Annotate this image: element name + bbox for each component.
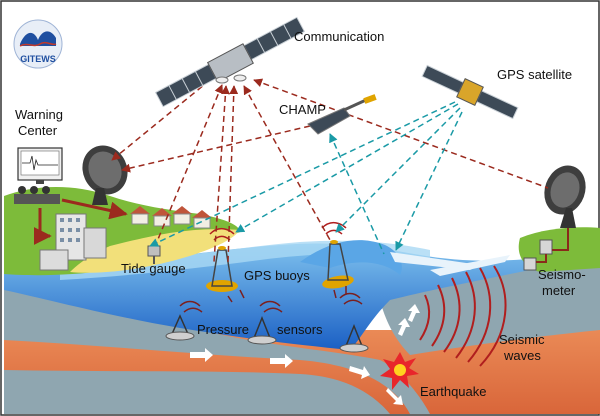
pressure-sensor-icon: [165, 314, 195, 341]
warning-dissemination: [33, 198, 128, 245]
subducting-plate: [4, 285, 430, 414]
seismic-waves: [419, 265, 507, 367]
buildings-icon: [39, 206, 212, 271]
tsunami-wave: [300, 240, 402, 275]
label-sensors: sensors: [277, 322, 323, 337]
warning-center-icon: [14, 147, 63, 204]
earthquake-icon: [380, 352, 419, 390]
communication-satellite-icon: [154, 16, 306, 108]
gps-buoy-icon: [321, 221, 354, 289]
label-center: Center: [18, 123, 58, 138]
champ-satellite-icon: [307, 94, 377, 135]
gps-links: [149, 101, 463, 255]
label-seismo: Seismo-: [538, 267, 586, 282]
communication-links: [111, 78, 549, 263]
gps-buoy-icon: [206, 227, 238, 292]
wave-streak: [430, 255, 510, 276]
pressure-sensor-icon: [247, 315, 277, 345]
satellite-dish-icon: [544, 165, 586, 228]
pressure-sensor-icon: [339, 323, 369, 353]
label-earthquake: Earthquake: [420, 384, 487, 399]
acoustic-signals: [179, 286, 363, 313]
logo-icon: GITEWS: [13, 19, 63, 69]
gps-satellite-icon: [421, 64, 519, 120]
label-seismic: Seismic: [499, 332, 545, 347]
label-warning: Warning: [15, 107, 63, 122]
label-champ: CHAMP: [279, 102, 326, 117]
label-gps-satellite: GPS satellite: [497, 67, 573, 82]
plate-motion-arrows: [190, 304, 420, 405]
label-meter: meter: [542, 283, 576, 298]
label-pressure: Pressure: [197, 322, 250, 337]
label-waves: waves: [504, 348, 541, 363]
label-gps-buoys: GPS buoys: [244, 268, 310, 283]
label-tide-gauge: Tide gauge: [121, 261, 186, 276]
label-communication: Communication: [294, 29, 385, 44]
seismometer-icon: [523, 228, 569, 271]
logo-text: GITEWS: [20, 54, 56, 64]
